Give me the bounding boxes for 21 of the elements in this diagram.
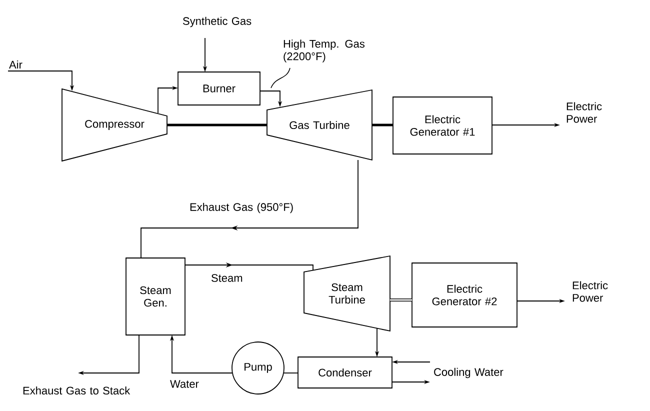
flow-label: Cooling Water [434,368,504,378]
generator-box: Electric Generator #1 [392,96,492,154]
generator-box: Electric Generator #2 [412,262,518,328]
flow-label: Synthetic Gas [183,16,252,28]
flow-label: Air [9,60,22,68]
shaft-line [390,298,412,302]
flow-label: Electric Power [572,281,608,302]
edge-label: High Temp. Gas (2200°F) [284,40,364,62]
process-box: Burner [178,72,260,106]
shaft-line [372,124,393,126]
edge-label: Steam [212,274,242,282]
flow-label: Exhaust Gas to Stack [23,386,130,395]
edge-label: Water [170,380,199,388]
arrow [140,160,358,258]
flow-label: Electric Power [566,102,602,123]
shaft-line [167,124,267,126]
edge-label: Exhaust Gas (950°F) [190,202,293,214]
process-box: Condenser [298,356,392,388]
process-box: Steam Gen. [126,258,186,336]
connector-line [284,372,298,374]
arrow [184,262,314,270]
